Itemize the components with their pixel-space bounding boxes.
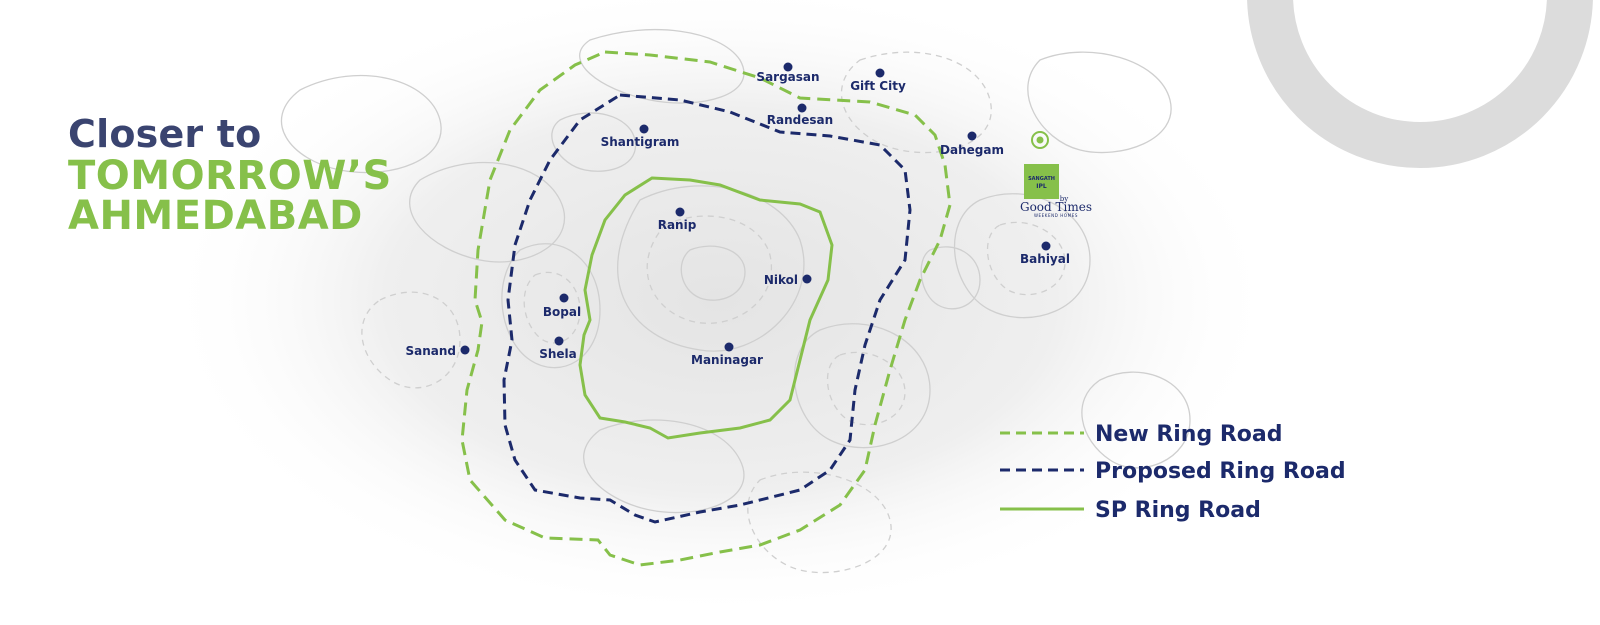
terrain-background — [160, 0, 1280, 620]
place-bopal: Bopal — [543, 293, 581, 319]
place-label: Randesan — [767, 113, 833, 127]
brand-name-bottom: IPL — [1036, 183, 1047, 190]
place-label: Shantigram — [601, 135, 680, 149]
place-label: Shela — [539, 347, 577, 361]
sp-ring-road-line — [578, 176, 834, 440]
location-dot-icon — [967, 131, 977, 141]
legend-item-proposed-ring-road: Proposed Ring Road — [1000, 459, 1346, 484]
project-logo: SANGATH IPL by Good Times WEEKEND HOMES — [1020, 131, 1092, 218]
legend-item-new-ring-road: New Ring Road — [1000, 422, 1283, 447]
legend-label: Proposed Ring Road — [1095, 459, 1346, 484]
place-label: Nikol — [764, 273, 798, 287]
place-nikol: Nikol — [764, 273, 812, 287]
target-pin-icon — [1031, 131, 1049, 149]
place-sargasan: Sargasan — [756, 62, 820, 84]
legend-label: SP Ring Road — [1095, 498, 1261, 523]
place-label: Bahiyal — [1020, 252, 1070, 266]
decorative-ring — [1247, 0, 1593, 168]
location-dot-icon — [783, 62, 793, 72]
location-dot-icon — [559, 293, 569, 303]
place-sanand: Sanand — [405, 344, 470, 358]
place-bahiyal: Bahiyal — [1020, 241, 1070, 266]
place-gift-city: Gift City — [850, 68, 906, 93]
location-dot-icon — [639, 124, 649, 134]
place-label: Sargasan — [756, 70, 819, 84]
place-label: Gift City — [850, 79, 906, 93]
project-name: Good Times — [1020, 200, 1092, 214]
headline-line-3: AHMEDABAD — [68, 193, 363, 239]
place-shantigram: Shantigram — [601, 124, 680, 149]
new-ring-road-line — [460, 50, 952, 567]
brand-name-top: SANGATH — [1028, 176, 1055, 182]
place-maninagar: Maninagar — [691, 342, 763, 367]
location-dot-icon — [460, 345, 470, 355]
location-dot-icon — [554, 336, 564, 346]
place-label: Ranip — [658, 218, 697, 232]
place-label: Maninagar — [691, 353, 763, 367]
headline-line-1: Closer to — [68, 112, 262, 156]
location-dot-icon — [724, 342, 734, 352]
brand-badge — [1024, 164, 1059, 199]
location-dot-icon — [797, 103, 807, 113]
map-legend: New Ring Road Proposed Ring Road SP Ring… — [1000, 422, 1346, 523]
place-label: Bopal — [543, 305, 581, 319]
place-shela: Shela — [539, 336, 577, 361]
place-ranip: Ranip — [658, 207, 697, 232]
brand-by: by — [1060, 195, 1068, 203]
project-tagline: WEEKEND HOMES — [1034, 213, 1078, 218]
headline-line-2: TOMORROW’S — [68, 153, 392, 199]
place-label: Sanand — [405, 344, 456, 358]
location-dot-icon — [802, 274, 812, 284]
legend-item-sp-ring-road: SP Ring Road — [1000, 498, 1261, 523]
proposed-ring-road-line — [502, 93, 912, 524]
place-dahegam: Dahegam — [940, 131, 1004, 157]
place-label: Dahegam — [940, 143, 1004, 157]
topographic-contours — [280, 28, 1191, 574]
location-dot-icon — [1041, 241, 1051, 251]
page-headline: Closer to TOMORROW’S AHMEDABAD — [68, 112, 392, 236]
legend-label: New Ring Road — [1095, 422, 1283, 447]
location-dot-icon — [675, 207, 685, 217]
place-randesan: Randesan — [767, 103, 833, 127]
location-dot-icon — [875, 68, 885, 78]
